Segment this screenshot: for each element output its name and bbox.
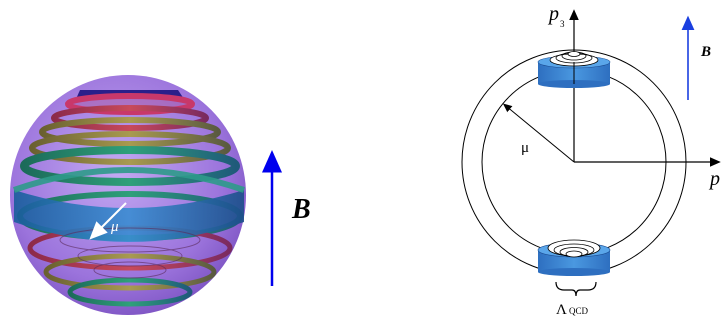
p1-axis-label: p — [708, 168, 720, 190]
mu-label-right: μ — [521, 140, 529, 156]
top-disc — [537, 51, 611, 88]
field-label-right: B — [700, 44, 711, 60]
central-band — [14, 190, 244, 242]
field-label-left: B — [291, 194, 311, 225]
bottom-disc — [537, 239, 611, 276]
lambda-subscript: QCD — [569, 306, 589, 316]
mu-label-left: μ — [110, 219, 119, 235]
momentum-diagram — [461, 9, 721, 297]
mu-arrow-left — [89, 202, 127, 240]
p3-axis-subscript: 3 — [560, 19, 565, 29]
mu-arrow-right — [502, 103, 575, 163]
sphere-illustration — [10, 75, 246, 315]
lambda-brace — [555, 281, 597, 297]
lambda-label: Λ — [556, 302, 567, 318]
p3-axis-label: p — [547, 3, 559, 25]
